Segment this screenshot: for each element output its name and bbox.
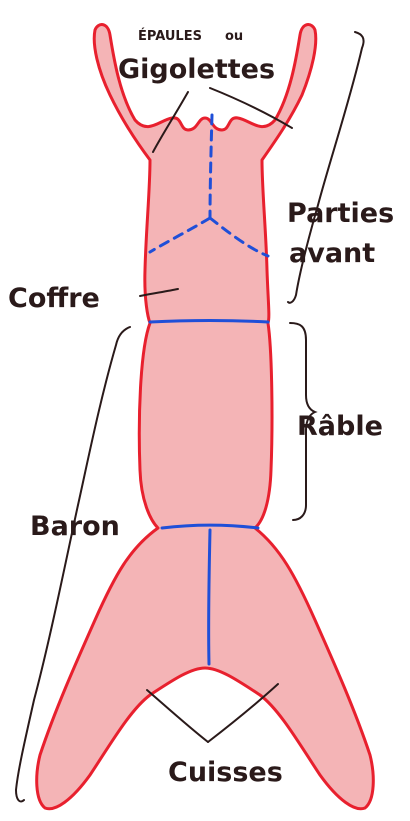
- label-gigolettes: Gigolettes: [118, 54, 275, 85]
- label-avant: avant: [289, 238, 375, 269]
- cuisses-pointer-right: [208, 684, 278, 742]
- cuisses-pointer-left: [147, 690, 208, 742]
- label-coffre: Coffre: [8, 283, 100, 314]
- label-baron: Baron: [30, 511, 120, 542]
- label-epaules: ÉPAULES: [138, 28, 202, 44]
- thigh-split-cut: [209, 530, 210, 664]
- coffre-rable-cut: [150, 321, 268, 323]
- label-rable: Râble: [297, 411, 383, 442]
- label-ou: ou: [225, 29, 243, 44]
- label-parties: Parties: [287, 198, 394, 229]
- label-cuisses: Cuisses: [168, 757, 283, 788]
